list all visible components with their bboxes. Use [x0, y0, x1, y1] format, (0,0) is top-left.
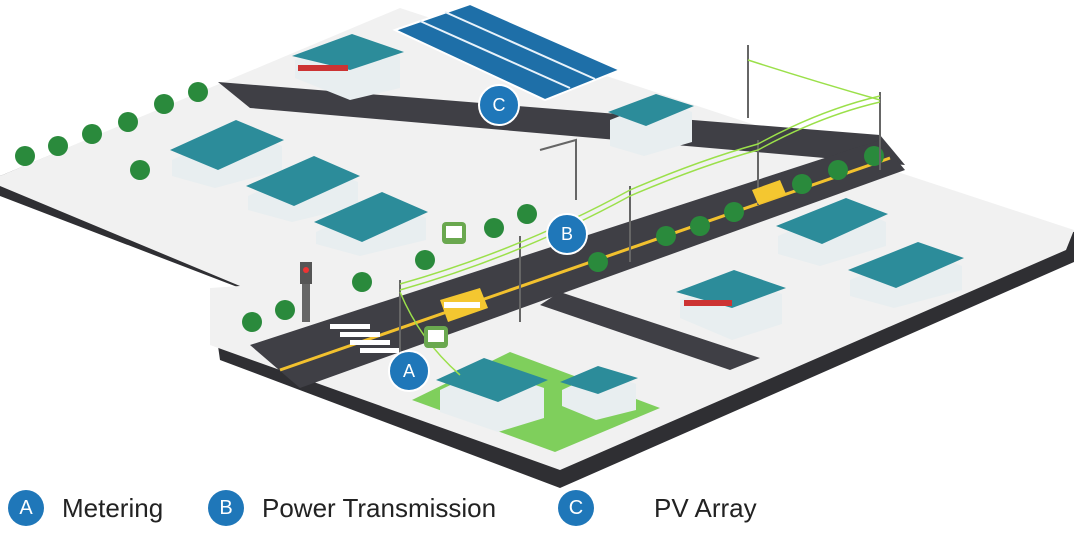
legend-badge-c: C: [558, 490, 594, 526]
tree-icon: [15, 82, 884, 332]
marker-b-letter: B: [561, 224, 573, 244]
legend-label-power-transmission: Power Transmission: [262, 492, 497, 523]
meter-icon-2: [424, 326, 448, 348]
roads: [218, 82, 905, 388]
marker-a-letter: A: [403, 361, 415, 381]
office-building: [560, 366, 638, 420]
legend-label-pv-array: PV Array: [654, 492, 757, 523]
car-icon: [752, 180, 786, 204]
crosswalk: [330, 324, 400, 353]
legend-item-pv-array: C PV Array: [558, 484, 757, 532]
meter-icon: [442, 222, 466, 244]
solar-panel-icon: [392, 2, 623, 102]
warehouse-4: [776, 198, 888, 266]
legend-label-metering: Metering: [62, 492, 164, 523]
traffic-light-icon: [300, 262, 312, 322]
metering-letter-badge: A: [388, 350, 430, 392]
warehouse-2: [246, 156, 360, 222]
legend: A Metering B Power Transmission C PV Arr…: [0, 484, 1074, 532]
warehouse-5: [848, 242, 964, 308]
shop-icon: [292, 34, 404, 100]
house-icon: [436, 358, 548, 432]
warehouse-3: [314, 192, 428, 256]
power-transmission-letter-badge: B: [546, 213, 588, 255]
street-lamp-icon: [539, 138, 577, 200]
bus-icon: [440, 288, 488, 322]
legend-badge-b: B: [208, 490, 244, 526]
shop-2: [676, 270, 786, 340]
legend-item-power-transmission: B Power Transmission: [208, 484, 496, 532]
marker-c-letter: C: [493, 95, 506, 115]
factory-icon: [608, 94, 694, 156]
pv-array-letter-badge: C: [478, 84, 520, 126]
legend-badge-a: A: [8, 490, 44, 526]
legend-item-metering: A Metering: [8, 484, 163, 532]
utility-pole-icon: [399, 45, 881, 356]
warehouse-1: [170, 120, 284, 188]
